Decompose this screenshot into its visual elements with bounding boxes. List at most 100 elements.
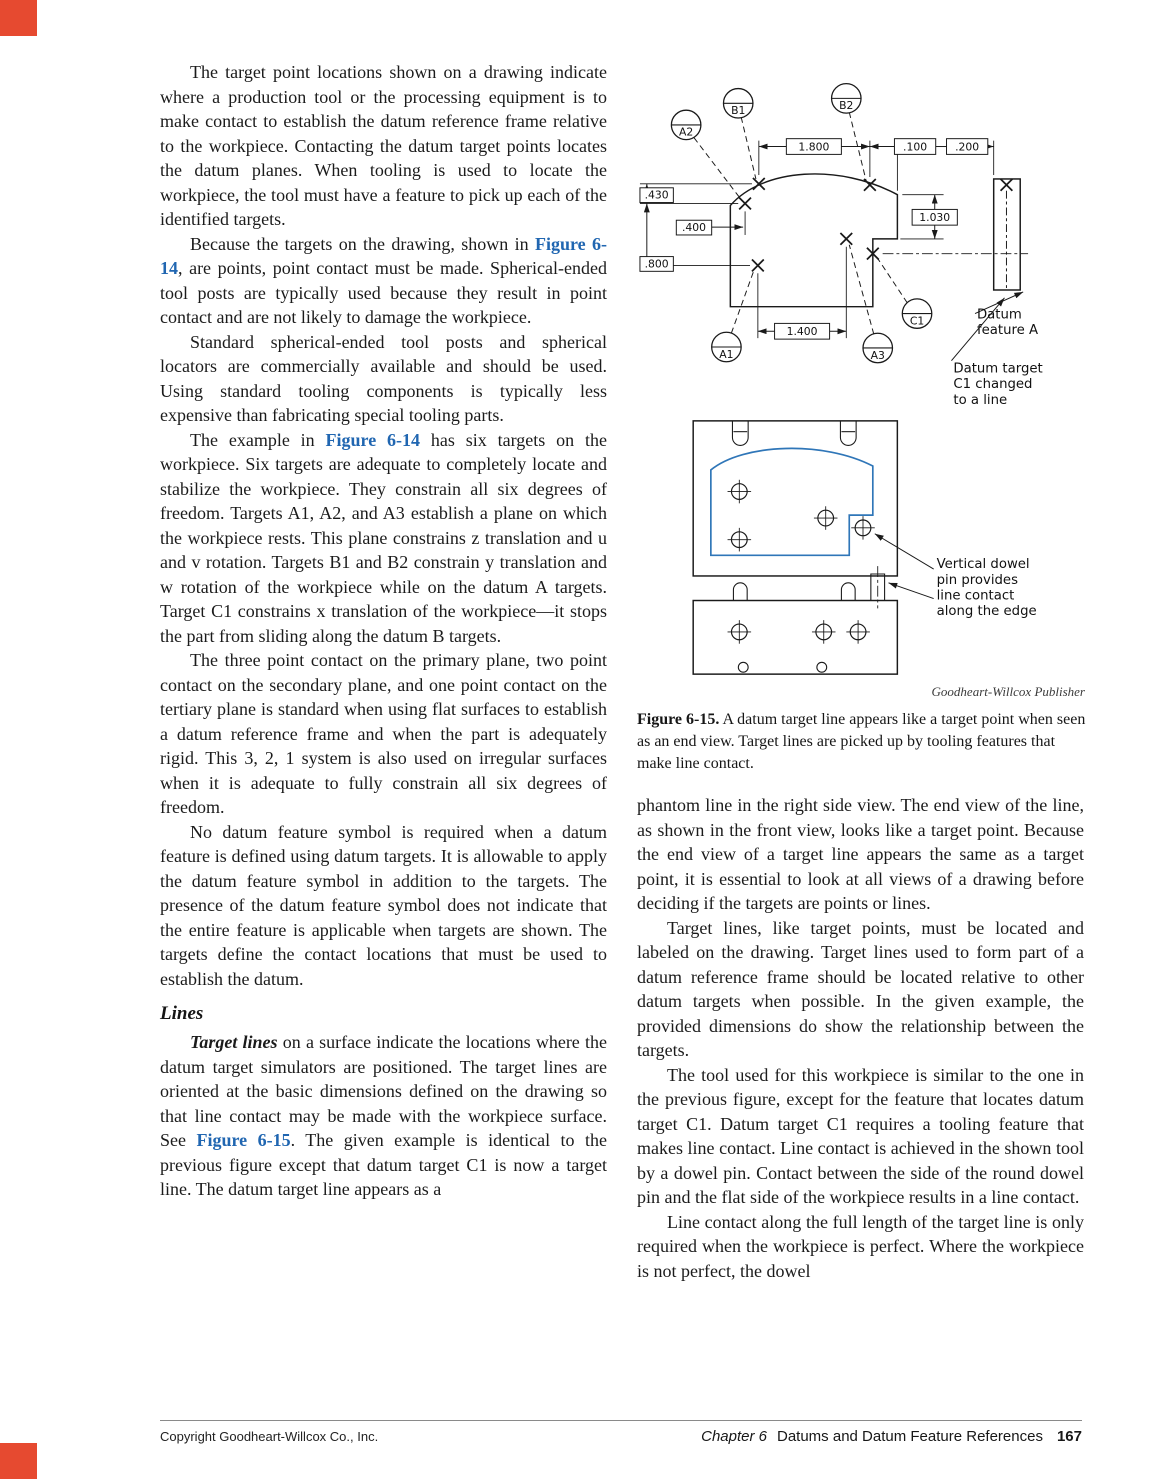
text-run: . The given example is identical to the … — [160, 1130, 608, 1199]
datum-target-balloon-a1: A1 — [711, 331, 742, 363]
footer-page-number: 167 — [1056, 1428, 1082, 1445]
svg-text:.400: .400 — [682, 221, 706, 234]
tool-plan-view — [692, 420, 899, 577]
figure-caption: Figure 6-15. A datum target line appears… — [637, 709, 1089, 775]
svg-text:A3: A3 — [871, 349, 885, 362]
figure-6-15: 1.800 .100 .200 .430 .400 .800 1.030 1.4… — [637, 56, 1089, 775]
paragraph: The tool used for this workpiece is simi… — [637, 1064, 1084, 1208]
paragraph: Standard spherical-ended tool posts and … — [160, 331, 607, 426]
svg-text:pin provides: pin provides — [937, 573, 1018, 588]
paragraph: Target lines, like target points, must b… — [637, 917, 1084, 1061]
basic-dimensions: 1.800 .100 .200 .430 .400 .800 1.030 1.4… — [639, 138, 989, 340]
page-corner-accent-bottom — [0, 1443, 37, 1479]
locator-a1 — [727, 527, 752, 552]
figure-6-14-ref[interactable]: Figure 6-14 — [160, 233, 607, 279]
datum-target-balloon-a3: A3 — [862, 332, 894, 364]
text-run: on a surface indicate the locations wher… — [160, 1032, 607, 1150]
dim-430: .430 — [639, 187, 674, 204]
svg-text:Vertical dowel: Vertical dowel — [937, 557, 1030, 572]
figure-caption-label: Figure 6-15. — [637, 711, 720, 728]
locator-post-left — [732, 582, 748, 601]
paragraph: The example in Figure 6-14 has six targe… — [160, 428, 607, 649]
svg-text:along the edge: along the edge — [937, 604, 1037, 619]
target-b1-x — [752, 177, 766, 191]
target-a2-x — [738, 197, 752, 211]
svg-text:.430: .430 — [645, 189, 669, 202]
dim-800: .800 — [639, 256, 674, 272]
datum-target-balloon-b1: B1 — [722, 87, 754, 119]
extension-lines — [639, 140, 995, 339]
svg-text:1.800: 1.800 — [798, 140, 829, 153]
left-column: The target point locations shown on a dr… — [160, 60, 607, 1202]
svg-text:.800: .800 — [645, 257, 669, 270]
annotation-datum-feature-a: Datum feature A — [974, 291, 1038, 338]
dim-200: .200 — [946, 138, 989, 155]
dim-400: .400 — [675, 219, 713, 236]
term-target-lines: Target lines — [190, 1032, 278, 1052]
paragraph: Because the targets on the drawing, show… — [160, 232, 607, 330]
svg-text:B2: B2 — [839, 99, 853, 112]
target-a3-x — [839, 232, 853, 246]
footer-running-head: Chapter 6 Datums and Datum Feature Refere… — [701, 1428, 1082, 1445]
figure-credit: Goodheart-Willcox Publisher — [931, 684, 1085, 699]
paragraph: The target point locations shown on a dr… — [160, 62, 607, 229]
svg-text:A2: A2 — [679, 126, 693, 139]
footer-chapter: Chapter 6 — [701, 1428, 767, 1445]
section-heading-lines: Lines — [160, 1003, 204, 1024]
svg-text:1.400: 1.400 — [787, 325, 818, 338]
datum-target-balloon-c1: C1 — [901, 298, 933, 329]
svg-text:1.030: 1.030 — [919, 211, 950, 224]
locator-a3 — [813, 506, 838, 530]
target-a1-x — [751, 258, 765, 272]
text-run: , are points, point contact must be made… — [160, 258, 607, 327]
svg-text:.100: .100 — [903, 140, 927, 153]
pin-slot-left — [731, 420, 749, 446]
dim-1400: 1.400 — [774, 322, 831, 340]
footer-copyright: Copyright Goodheart-Willcox Co., Inc. — [160, 1429, 379, 1444]
text-run: The example in — [190, 429, 326, 450]
dim-100: .100 — [893, 138, 937, 155]
dim-1800: 1.800 — [785, 138, 842, 155]
svg-text:to a line: to a line — [953, 393, 1007, 408]
right-column: 1.800 .100 .200 .430 .400 .800 1.030 1.4… — [637, 56, 1085, 1283]
figure-6-15-drawing-tool: Vertical dowel pin provides line contact… — [692, 420, 1037, 675]
dowel-pin-plan — [851, 516, 875, 540]
paragraph: phantom line in the right side view. The… — [637, 795, 1084, 913]
workpiece-side-view — [992, 178, 1021, 291]
footer-rule — [160, 1420, 1082, 1421]
workpiece-outline-in-tool — [710, 447, 874, 557]
pin-slot-right — [839, 420, 857, 446]
svg-text:B1: B1 — [731, 104, 745, 117]
paragraph: Line contact along the full length of th… — [637, 1211, 1084, 1281]
target-c1-x — [866, 247, 880, 261]
datum-target-balloon-b2: B2 — [830, 83, 862, 114]
figure-6-15-drawing-workpiece: 1.800 .100 .200 .430 .400 .800 1.030 1.4… — [639, 83, 1043, 408]
svg-text:.200: .200 — [955, 140, 979, 153]
svg-text:A1: A1 — [719, 348, 733, 361]
annotation-dowel-pin: Vertical dowel pin provides line contact… — [874, 533, 1037, 619]
svg-text:Datum target: Datum target — [953, 362, 1042, 377]
datum-target-points — [738, 177, 880, 272]
svg-text:C1: C1 — [910, 314, 924, 327]
footer-chapter-title: Datums and Datum Feature References — [777, 1428, 1043, 1445]
workpiece-front-view-outline — [729, 173, 899, 308]
annotation-datum-target-c1-line: Datum target C1 changed to a line — [951, 297, 1043, 408]
dim-1030: 1.030 — [911, 208, 958, 226]
svg-text:C1 changed: C1 changed — [953, 377, 1032, 392]
paragraph: No datum feature symbol is required when… — [160, 821, 607, 989]
figure-caption-text: A datum target line appears like a targe… — [637, 711, 1086, 772]
datum-target-balloon-a2: A2 — [670, 109, 702, 141]
svg-text:feature A: feature A — [977, 323, 1038, 338]
svg-text:Datum: Datum — [977, 307, 1022, 322]
text-run: Because the targets on the drawing, show… — [190, 233, 535, 254]
paragraph: The three point contact on the primary p… — [160, 650, 607, 817]
locator-post-right — [840, 582, 856, 601]
page-corner-accent-top — [0, 0, 37, 36]
text-run: has six targets on the workpiece. Six ta… — [160, 429, 607, 646]
figure-6-14-ref[interactable]: Figure 6-14 — [325, 429, 421, 450]
svg-text:line contact: line contact — [937, 589, 1015, 604]
target-b2-x — [863, 178, 877, 192]
locator-a2 — [727, 479, 752, 504]
figure-6-15-ref[interactable]: Figure 6-15 — [196, 1130, 291, 1150]
